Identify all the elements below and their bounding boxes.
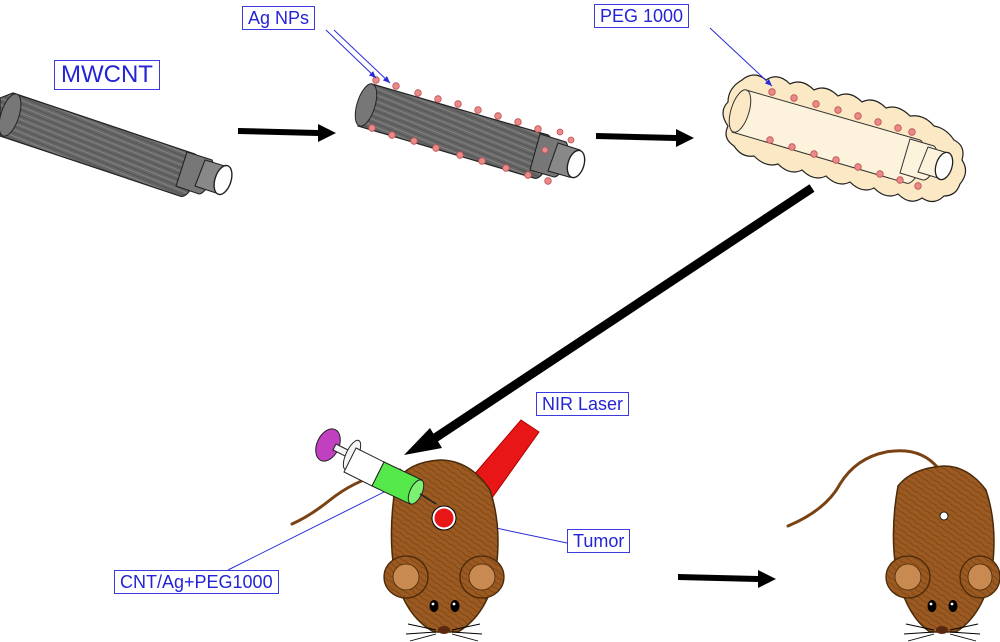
callout-lines: [227, 27, 773, 571]
composite-label: CNT/Ag+PEG1000: [114, 570, 279, 594]
process-arrow-3: [678, 570, 776, 588]
ag-nanoparticles: [368, 76, 575, 185]
injection-arrow: [404, 184, 815, 455]
peg-embedded-ag-nanoparticles: [766, 88, 922, 190]
cured-mouse: [786, 449, 1000, 642]
peg-label: PEG 1000: [594, 4, 690, 28]
peg-coated-tube: [722, 74, 967, 203]
process-arrow-2: [596, 129, 694, 147]
ag-nps-label: Ag NPs: [242, 6, 316, 30]
tumor-label: Tumor: [567, 529, 631, 553]
mwcnt-label: MWCNT: [54, 60, 160, 90]
mwcnt-tube: [0, 92, 233, 198]
process-arrow-1: [238, 124, 336, 142]
tumor-marker: [431, 505, 457, 531]
syringe-icon: [315, 428, 437, 505]
ag-decorated-tube: [354, 83, 586, 179]
nir-laser-label: NIR Laser: [536, 392, 630, 416]
